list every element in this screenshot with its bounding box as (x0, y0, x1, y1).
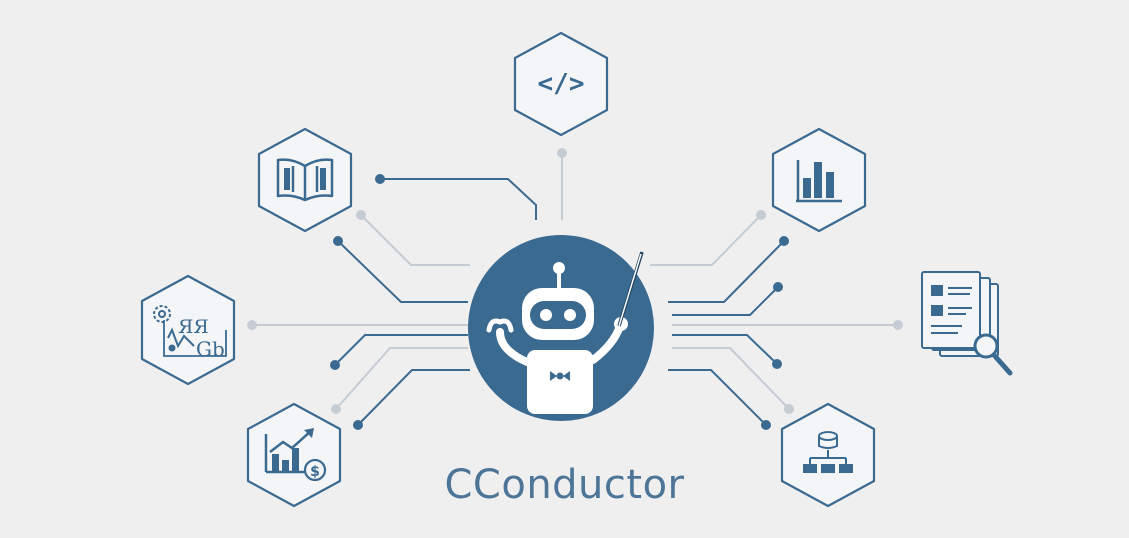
svg-text:Gb: Gb (196, 337, 225, 361)
svg-text:ЯЯ: ЯЯ (178, 316, 209, 338)
svg-text:$: $ (310, 464, 320, 480)
connector-dot (761, 420, 771, 430)
node-math (140, 274, 236, 386)
code-icon: </> (538, 69, 585, 99)
connector-right-dark-3 (672, 334, 778, 365)
database-flow-icon (803, 431, 853, 473)
math-symbols-icon: ЯЯ Gb (153, 305, 227, 361)
connector-dot (773, 282, 783, 292)
central-node (468, 235, 654, 421)
connector-database (668, 369, 767, 426)
connector-dot (331, 404, 341, 414)
connector-dot (375, 174, 385, 184)
connector-dot (330, 360, 340, 370)
code-icon-label: </> (538, 69, 585, 99)
connector-finance (357, 369, 470, 426)
connectors (247, 148, 903, 430)
connector-book-dark (380, 178, 537, 220)
growth-chart-dollar-icon: $ (264, 428, 327, 482)
connector-dot (353, 420, 363, 430)
connector-dot (784, 404, 794, 414)
connector-dot (893, 320, 903, 330)
bar-chart-icon (796, 160, 842, 203)
connector-book-light (360, 214, 470, 266)
connector-dot (772, 359, 782, 369)
open-book-icon (276, 158, 334, 202)
connector-right-dark-2 (672, 286, 779, 316)
connector-dot (756, 210, 766, 220)
connector-dot (356, 210, 366, 220)
connector-left-dark-1 (337, 240, 468, 303)
connector-dot (557, 148, 567, 158)
diagram-title: CConductor (444, 462, 685, 508)
connector-dot (333, 236, 343, 246)
document-search-icon (921, 271, 1013, 376)
connector-chart-light (650, 214, 762, 266)
connector-right-light-3 (672, 347, 790, 410)
connector-dot (247, 320, 257, 330)
connector-dot (779, 236, 789, 246)
node-code (513, 31, 609, 137)
connector-left-light-2 (335, 347, 468, 410)
connector-right-dark-1 (668, 240, 785, 303)
robot-conductor-icon (486, 251, 644, 414)
connector-left-dark-2 (334, 334, 468, 366)
